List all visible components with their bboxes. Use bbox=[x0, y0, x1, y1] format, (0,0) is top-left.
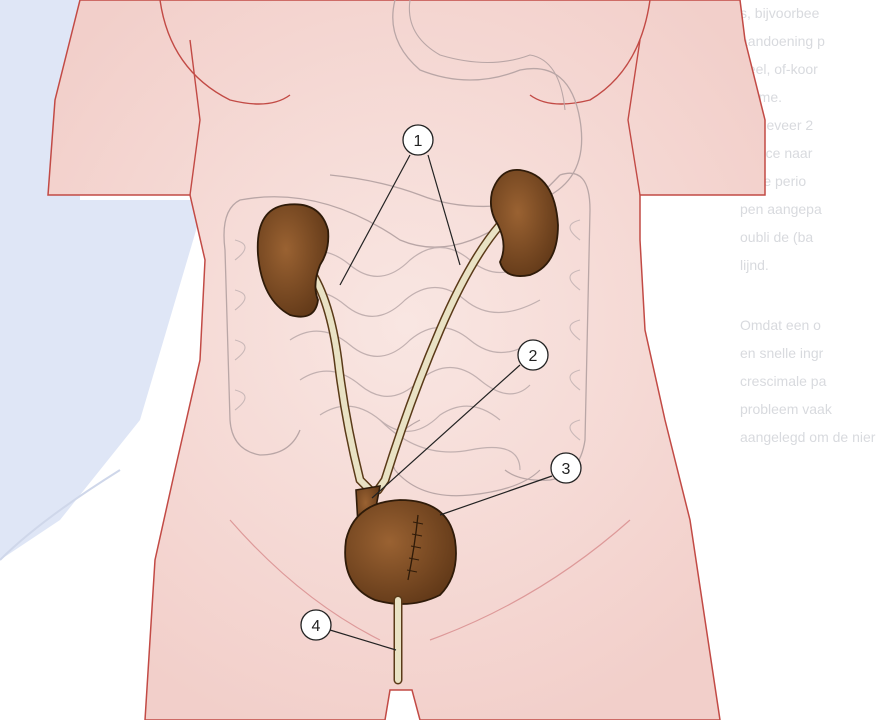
background-text-block: s, bijvoorbee aandoening p neel, of-koor… bbox=[740, 5, 876, 445]
callout-number: 1 bbox=[414, 133, 423, 150]
callout-4: 4 bbox=[301, 610, 331, 640]
callout-number: 4 bbox=[312, 618, 321, 635]
bg-text-line: pen aangepa bbox=[740, 201, 822, 217]
callout-number: 2 bbox=[529, 348, 538, 365]
bg-text-line: aandoening p bbox=[740, 33, 825, 49]
bg-text-line: aangelegd om de nier bbox=[740, 429, 876, 445]
bg-text-line: Omdat een o bbox=[740, 317, 821, 333]
bg-text-line: probleem vaak bbox=[740, 401, 833, 417]
callout-number: 3 bbox=[562, 461, 571, 478]
bg-text-line: crescimale pa bbox=[740, 373, 827, 389]
bg-text-line: oubli de (ba bbox=[740, 229, 813, 245]
bg-text-line: en snelle ingr bbox=[740, 345, 824, 361]
bg-text-line: s, bijvoorbee bbox=[740, 5, 820, 21]
bg-text-line: lijnd. bbox=[740, 257, 769, 273]
callout-1: 1 bbox=[403, 125, 433, 155]
neobladder bbox=[345, 500, 456, 604]
callout-2: 2 bbox=[518, 340, 548, 370]
callout-3: 3 bbox=[551, 453, 581, 483]
